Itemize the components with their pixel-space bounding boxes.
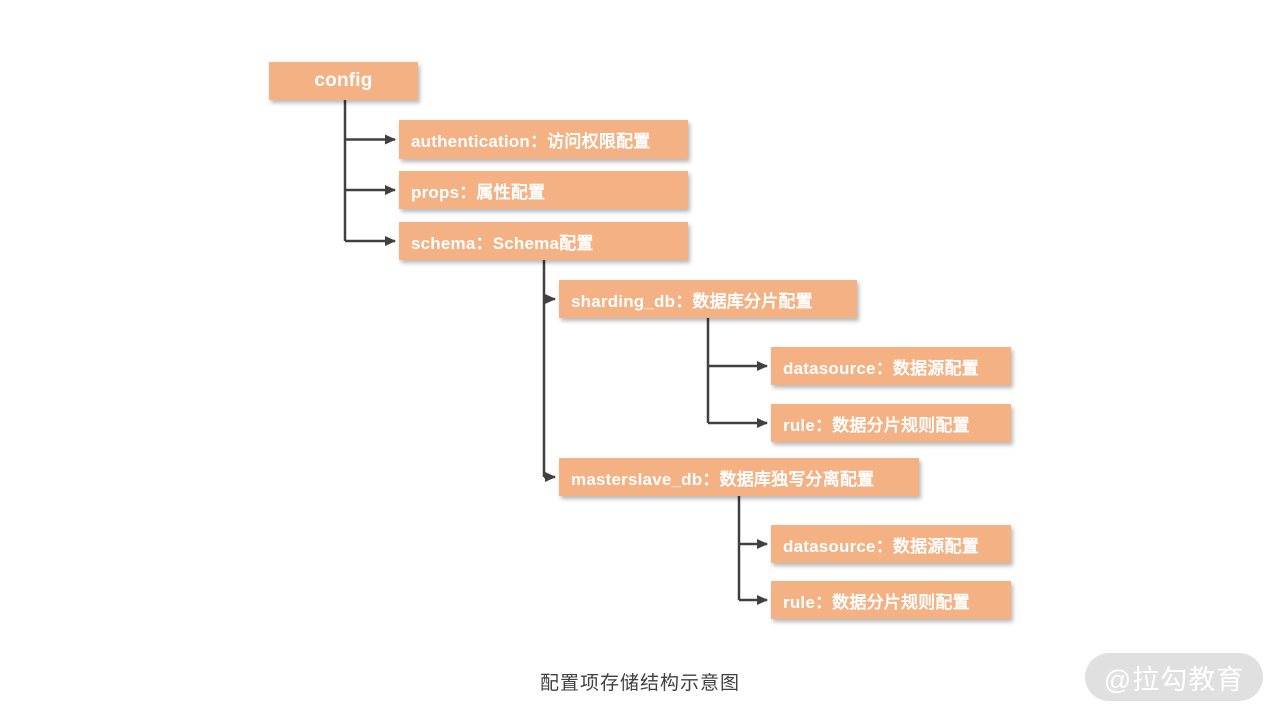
node-schema: schema：Schema配置 <box>399 222 688 260</box>
node-masterslave-datasource: datasource：数据源配置 <box>771 525 1011 563</box>
node-config: config <box>269 62 418 100</box>
node-masterslave-rule: rule：数据分片规则配置 <box>771 581 1011 619</box>
node-authentication: authentication：访问权限配置 <box>399 120 688 159</box>
node-sharding-datasource: datasource：数据源配置 <box>771 347 1011 385</box>
diagram-caption: 配置项存储结构示意图 <box>539 673 740 694</box>
watermark-badge: @拉勾教育 <box>1085 653 1263 701</box>
node-sharding-db: sharding_db：数据库分片配置 <box>559 280 857 318</box>
node-props: props：属性配置 <box>399 171 688 209</box>
node-masterslave-db: masterslave_db：数据库独写分离配置 <box>559 458 919 496</box>
node-sharding-rule: rule：数据分片规则配置 <box>771 404 1011 442</box>
